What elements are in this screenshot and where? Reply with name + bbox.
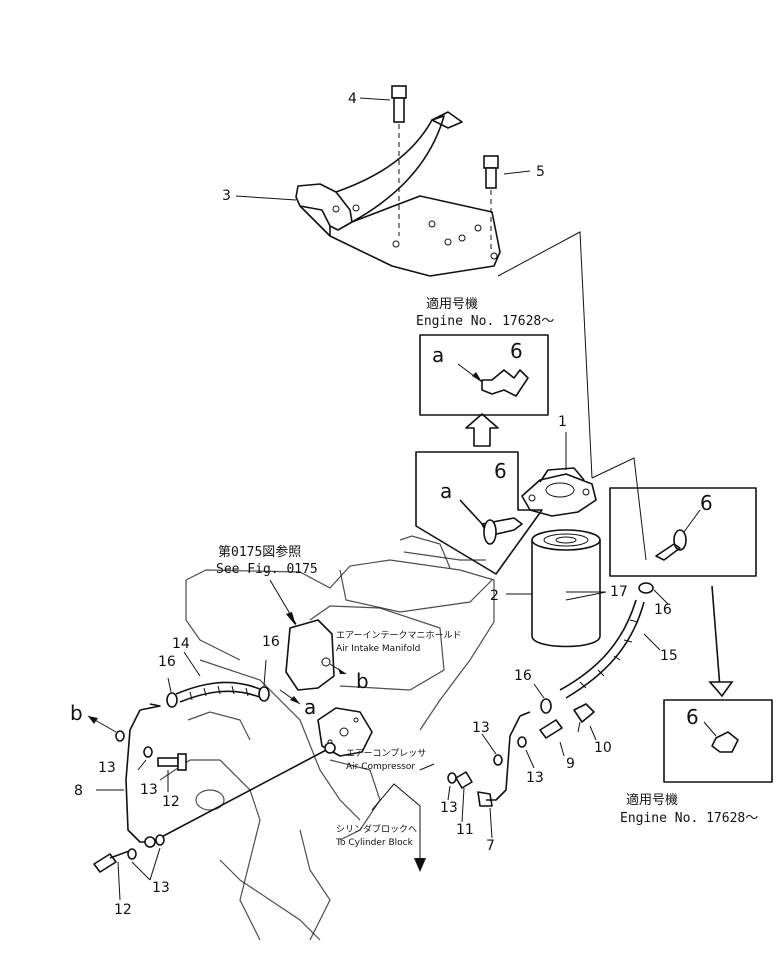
callout-4: 4 (348, 91, 357, 107)
label-air-intake-jp: エアーインテークマニホールド (336, 630, 461, 641)
bracket-part (295, 111, 501, 277)
callout-13-bottom: 13 (152, 880, 170, 896)
fitting-6-inset-bottom (703, 721, 739, 753)
hose-14 (175, 681, 263, 703)
callout-11: 11 (456, 822, 474, 838)
label-air-comp-en: Air Compressor (346, 762, 415, 772)
washer-13-c (127, 848, 137, 860)
washer-13-d (155, 834, 165, 846)
fitting-6-detail (459, 499, 523, 545)
callout-16-hose15-top: 16 (654, 602, 672, 618)
inset-box-detail-a (415, 451, 543, 575)
callout-12-top: 12 (162, 794, 180, 810)
callout-16-hose14-left: 16 (158, 654, 176, 670)
inset-box-engine-no-bottom (663, 699, 773, 783)
label-cyl-block-en: To Cylinder Block (335, 838, 414, 848)
label-applicable-jp-top: 適用号機 (426, 296, 478, 312)
bolt-4 (391, 85, 407, 236)
washer-13-g (447, 772, 457, 784)
callout-12-bottom: 12 (114, 902, 132, 918)
fitting-10 (573, 703, 597, 741)
bolt-12-top (157, 753, 187, 792)
bolt-12-bottom (93, 849, 133, 873)
label-engine-no-bottom: Engine No. 17628～ (620, 811, 758, 826)
callout-6-detail: 6 (494, 459, 507, 483)
callout-13-left: 13 (98, 760, 116, 776)
label-see-fig-en: See Fig. 0175 (216, 562, 318, 577)
washer-13-a (115, 730, 125, 742)
callout-5: 5 (536, 164, 545, 180)
engine-outline (159, 535, 495, 941)
washer-13-e (493, 754, 503, 766)
callout-8: 8 (74, 783, 83, 799)
tube-7 (477, 711, 531, 839)
label-air-intake-en: Air Intake Manifold (336, 644, 420, 654)
letter-b-left: b (70, 701, 83, 725)
callout-15: 15 (660, 648, 678, 664)
callout-17: 17 (610, 584, 628, 600)
callout-2: 2 (490, 588, 499, 604)
callout-7: 7 (486, 838, 495, 854)
callout-10: 10 (594, 740, 612, 756)
letter-b-engine: b (356, 669, 369, 693)
letter-a-detail: a (440, 479, 452, 503)
bolt-5 (483, 155, 499, 252)
callout-13-tube7-b: 13 (526, 770, 544, 786)
washer-13-f (517, 736, 527, 748)
fitting-6-right (655, 509, 701, 561)
arrow-to-cylinder-block (371, 763, 435, 872)
fitting-11 (455, 771, 473, 823)
callout-13-mid: 13 (140, 782, 158, 798)
callout-13-tube7-a: 13 (472, 720, 490, 736)
callout-13-fitting11: 13 (440, 800, 458, 816)
clamp-16-b (258, 686, 270, 702)
filter-head-part (521, 432, 597, 517)
callout-14: 14 (172, 636, 190, 652)
label-see-fig-jp: 第0175図参照 (218, 544, 301, 560)
letter-a-inset-top: a (432, 343, 444, 367)
label-engine-no-top: Engine No. 17628～ (416, 314, 554, 329)
fitting-6-inset-top (457, 363, 529, 397)
hose-15 (559, 599, 645, 699)
arrow-b-left (87, 715, 117, 733)
filter-element-part (506, 529, 606, 648)
callout-9: 9 (566, 756, 575, 772)
clamp-16-c (638, 582, 654, 594)
label-air-comp-jp: エアーコンプレッサ (346, 748, 426, 759)
tube-8 (125, 703, 336, 848)
callout-6-inset-bottom: 6 (686, 705, 699, 729)
label-applicable-jp-bottom: 適用号機 (626, 792, 678, 808)
callout-3: 3 (222, 188, 231, 204)
label-cyl-block-jp: シリンダブロックへ (336, 823, 417, 835)
callout-16-hose14-right: 16 (262, 634, 280, 650)
fitting-9 (539, 719, 565, 757)
callout-1: 1 (558, 414, 567, 430)
arrow-up (465, 413, 499, 447)
inset-box-right (609, 487, 757, 577)
air-intake-manifold (285, 619, 347, 691)
callout-16-hose15-bottom: 16 (514, 668, 532, 684)
arrow-down-right (708, 585, 734, 698)
clamp-16-d (540, 698, 552, 714)
callout-6-inset-top: 6 (510, 339, 523, 363)
clamp-16-a (166, 692, 178, 708)
letter-a-engine: a (304, 695, 316, 719)
washer-13-b (143, 746, 153, 758)
callout-6-right: 6 (700, 491, 713, 515)
